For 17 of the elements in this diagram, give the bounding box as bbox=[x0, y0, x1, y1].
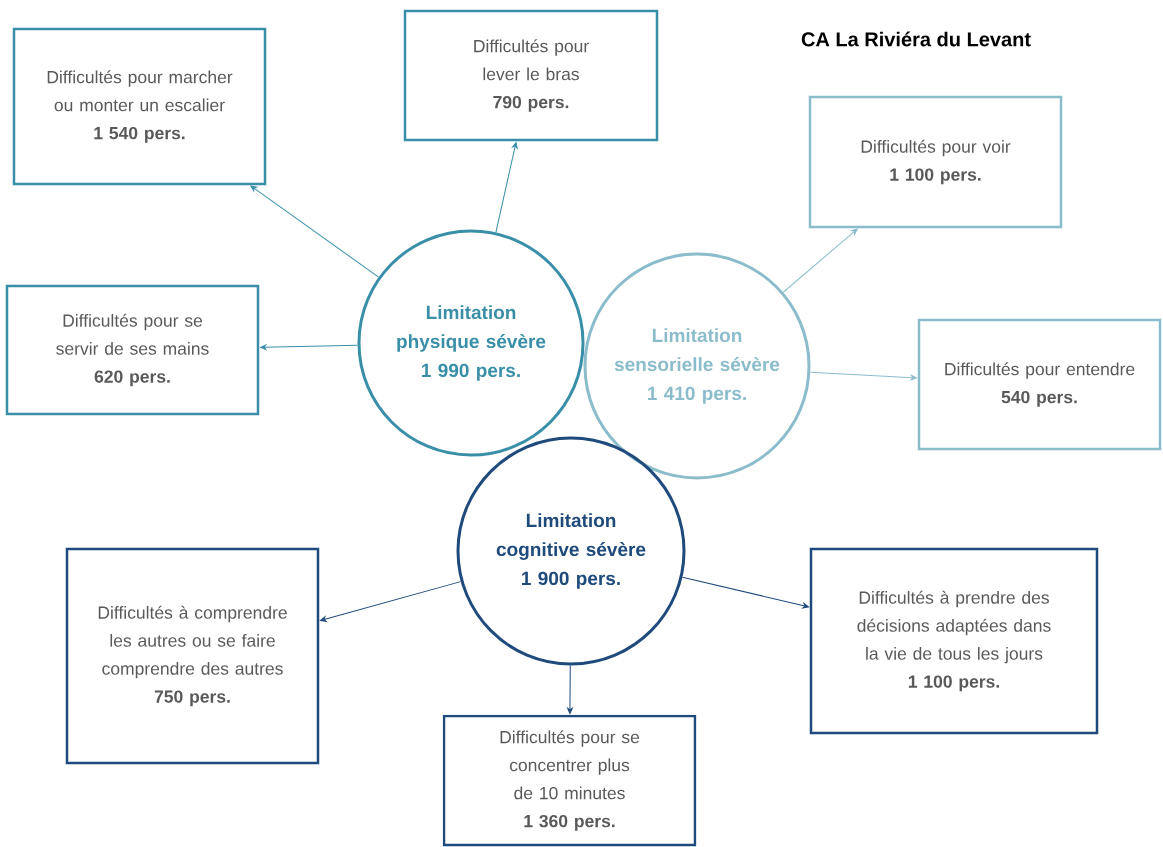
arrow bbox=[250, 185, 380, 278]
difficulty-box: Difficultés pour lever le bras 790 pers. bbox=[403, 9, 659, 142]
difficulty-box: Difficultés pour voir 1 100 pers. bbox=[808, 95, 1063, 229]
difficulty-box: Difficultés pour se servir de ses mains 620 pers. bbox=[5, 284, 260, 416]
arrow bbox=[260, 344, 359, 351]
difficulty-box: Difficultés pour se concentrer plus de 10 minutes 1 360 pers. bbox=[442, 714, 697, 847]
title: CA La Riviéra du Levant bbox=[801, 31, 1031, 47]
arrow bbox=[495, 141, 518, 233]
difficulty-box: Difficultés pour entendre 540 pers. bbox=[917, 318, 1162, 451]
difficulty-box: Difficultés pour marcher ou monter un escalier 1 540 pers. bbox=[12, 27, 267, 186]
arrow bbox=[809, 371, 917, 381]
arrow bbox=[782, 228, 858, 293]
arrow bbox=[567, 665, 573, 714]
arrow bbox=[319, 581, 462, 622]
difficulty-box: Difficultés à prendre des décisions adaptées dans la vie de tous les jours 1 100 pers. bbox=[809, 547, 1099, 735]
arrow bbox=[681, 576, 810, 609]
difficulty-box: Difficultés à comprendre les autres ou se faire comprendre des autres 750 pers. bbox=[65, 547, 320, 765]
